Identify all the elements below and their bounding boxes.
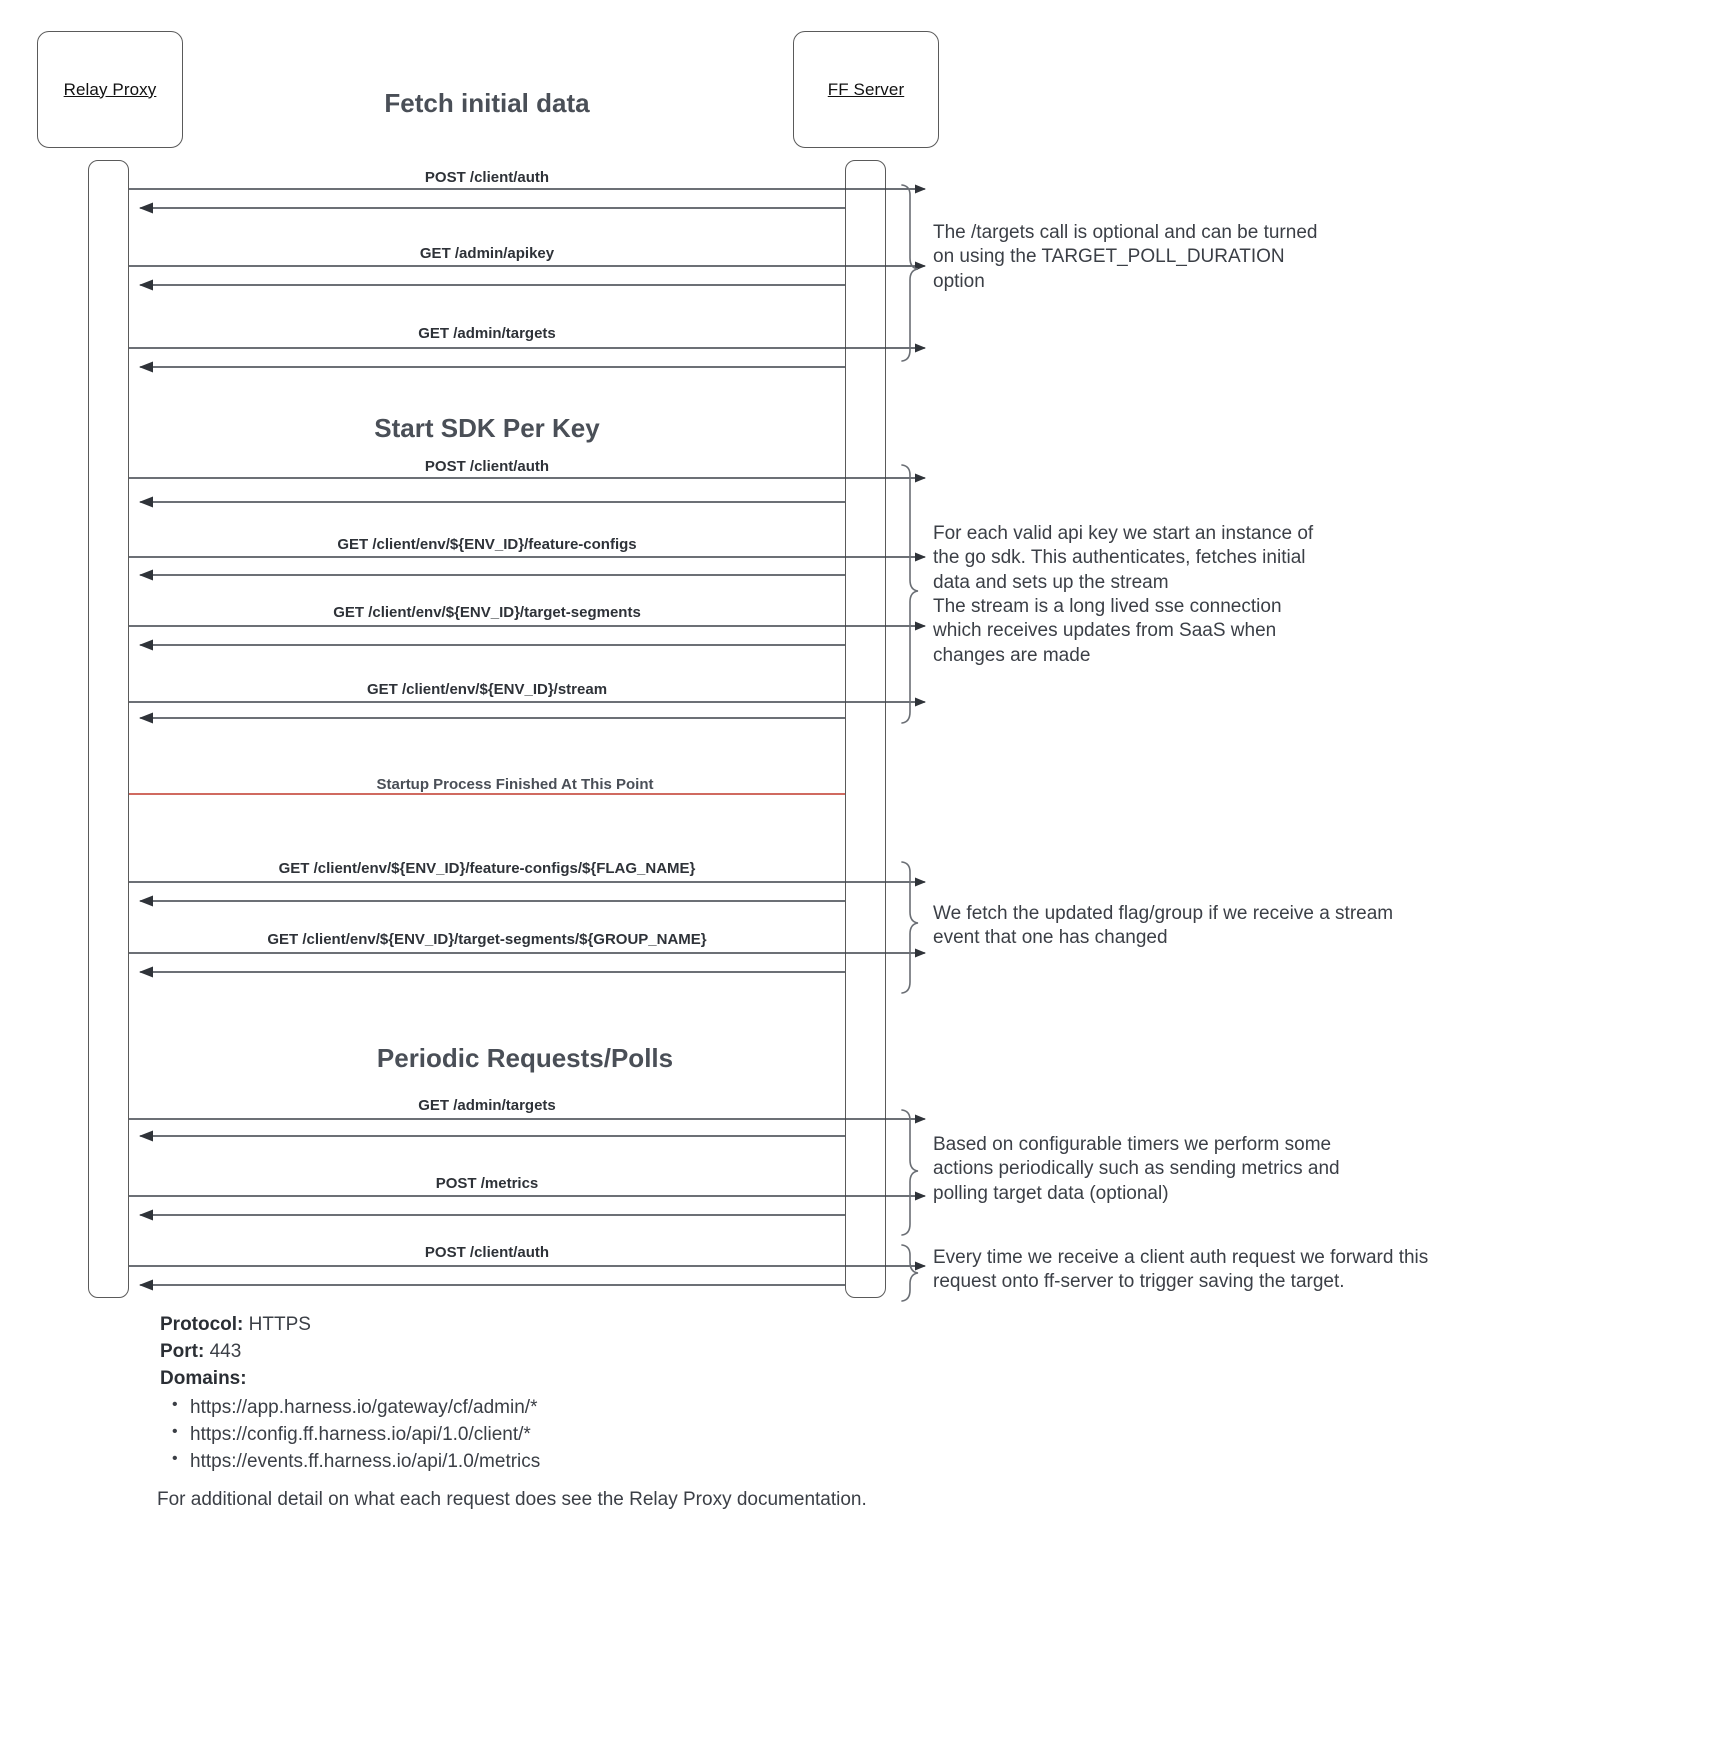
message-label-m7: GET /client/env/${ENV_ID}/stream <box>366 681 608 698</box>
note-client-auth-forward: Every time we receive a client auth requ… <box>933 1247 1429 1293</box>
footer-port-label: Port: <box>160 1340 205 1362</box>
footer-domains-label: Domains: <box>160 1367 247 1389</box>
message-label-m10: GET /admin/targets <box>418 1097 556 1114</box>
participant-relay-proxy-label: Relay Proxy <box>63 79 157 99</box>
message-label-m6: GET /client/env/${ENV_ID}/target-segment… <box>333 604 641 621</box>
lifeline-relay-proxy <box>88 160 129 1298</box>
footer-connection-details: Protocol: HTTPS Port: 443 Domains: https… <box>160 1312 960 1476</box>
lifeline-ff-server <box>845 160 886 1298</box>
message-label-m1: POST /client/auth <box>424 169 550 186</box>
footer-protocol-value: HTTPS <box>248 1314 311 1335</box>
note-stream-update: We fetch the updated flag/group if we re… <box>933 903 1394 949</box>
section-title-start-sdk-per-key: Start SDK Per Key <box>374 413 600 443</box>
list-item: https://config.ff.harness.io/api/1.0/cli… <box>172 1421 960 1449</box>
participant-ff-server: FF Server <box>793 31 939 148</box>
footer-port-row: Port: 443 <box>160 1339 960 1366</box>
note-sdk-instance: For each valid api key we start an insta… <box>933 523 1314 666</box>
footer-domains-row: Domains: <box>160 1366 960 1393</box>
section-title-periodic-requests: Periodic Requests/Polls <box>376 1043 674 1073</box>
divider-label-startup-finished: Startup Process Finished At This Point <box>376 776 654 793</box>
footer-domains-list: https://app.harness.io/gateway/cf/admin/… <box>160 1394 960 1476</box>
message-label-m5: GET /client/env/${ENV_ID}/feature-config… <box>337 536 637 553</box>
footer-port-value: 443 <box>209 1340 242 1362</box>
message-label-m9: GET /client/env/${ENV_ID}/target-segment… <box>267 931 707 948</box>
footer-closing-note: For additional detail on what each reque… <box>157 1489 867 1510</box>
message-label-m2: GET /admin/apikey <box>419 245 555 262</box>
message-label-m11: POST /metrics <box>435 1175 539 1192</box>
note-periodic-timers: Based on configurable timers we perform … <box>933 1134 1340 1204</box>
message-label-m12: POST /client/auth <box>424 1244 550 1261</box>
footer-protocol-row: Protocol: HTTPS <box>160 1312 960 1339</box>
message-label-m4: POST /client/auth <box>424 458 550 475</box>
footer-protocol-label: Protocol: <box>160 1314 244 1335</box>
participant-ff-server-label: FF Server <box>827 79 905 99</box>
section-title-fetch-initial-data: Fetch initial data <box>384 88 590 118</box>
list-item: https://events.ff.harness.io/api/1.0/met… <box>172 1448 960 1476</box>
list-item: https://app.harness.io/gateway/cf/admin/… <box>172 1394 960 1422</box>
participant-relay-proxy: Relay Proxy <box>37 31 183 148</box>
message-label-m3: GET /admin/targets <box>418 325 556 342</box>
note-targets-optional: The /targets call is optional and can be… <box>933 222 1318 292</box>
message-label-m8: GET /client/env/${ENV_ID}/feature-config… <box>278 860 696 877</box>
